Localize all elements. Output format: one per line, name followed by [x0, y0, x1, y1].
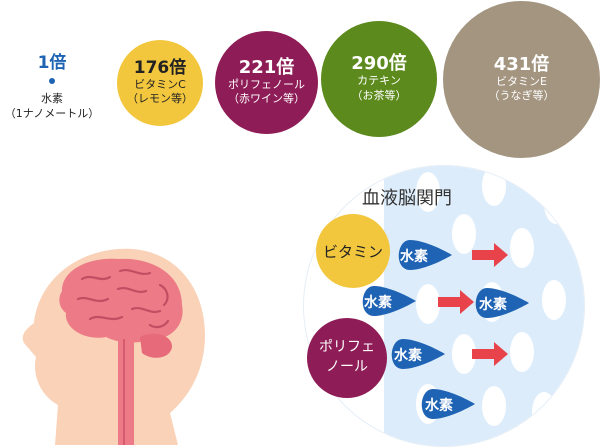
vitamin-c-circle: 176倍 ビタミンC （レモン等） — [117, 40, 203, 126]
polyphenol-molecule-label-1: ポリフェ — [319, 339, 375, 356]
arrow-right-icon — [472, 342, 508, 366]
hydrogen-size-note: （1ナノメートル） — [4, 106, 100, 120]
vitamin-c-ratio: 176倍 — [133, 57, 187, 78]
hydrogen-name: 水素 — [41, 92, 63, 105]
catechin-ratio: 290倍 — [351, 53, 407, 75]
hydrogen-drop-label: 水素 — [364, 295, 392, 311]
vitamin-e-circle: 431倍 ビタミンE （うなぎ等） — [443, 1, 600, 158]
polyphenol-ratio: 221倍 — [238, 56, 295, 78]
hydrogen-drop-label: 水素 — [425, 398, 453, 414]
hydrogen-ratio: 1倍 — [37, 53, 67, 73]
polyphenol-molecule-label-2: ノール — [326, 359, 368, 375]
hydrogen-drop-icon — [398, 240, 452, 270]
cerebellum-icon — [140, 333, 172, 358]
hydrogen-size: 1倍 水素 （1ナノメートル） — [0, 48, 104, 122]
brain-icon — [59, 258, 183, 343]
polyphenol-name: ポリフェノール — [228, 77, 305, 91]
hydrogen-drop-label: 水素 — [394, 348, 422, 364]
vitamin-molecule: ビタミン — [316, 214, 390, 288]
catechin-name: カテキン — [357, 74, 401, 88]
vitamin-molecule-label: ビタミン — [322, 242, 383, 261]
hydrogen-drop-icon — [362, 286, 416, 316]
hydrogen-drop-label: 水素 — [400, 249, 428, 265]
spinal-cord-icon — [118, 335, 134, 445]
polyphenol-molecule: ポリフェ ノール — [307, 318, 387, 398]
vitamin-e-name: ビタミンE — [496, 74, 547, 88]
polyphenol-example: （赤ワイン等） — [228, 92, 305, 106]
vitamin-c-example: （レモン等） — [127, 92, 193, 106]
vitamin-e-ratio: 431倍 — [493, 53, 550, 75]
catechin-circle: 290倍 カテキン （お茶等） — [321, 21, 437, 137]
hydrogen-drop-label: 水素 — [479, 297, 507, 313]
arrow-right-icon — [438, 290, 474, 314]
vitamin-c-name: ビタミンC — [134, 77, 186, 91]
hydrogen-drop-icon — [391, 339, 445, 369]
catechin-example: （お茶等） — [351, 88, 407, 102]
hydrogen-dot — [49, 78, 55, 84]
arrow-right-icon — [472, 243, 508, 267]
hydrogen-drop-icon — [421, 389, 475, 419]
head-illustration — [22, 248, 205, 445]
barrier-title: 血液脳関門 — [362, 188, 452, 209]
vitamin-e-example: （うなぎ等） — [488, 89, 555, 103]
hydrogen-drop-icon — [475, 288, 529, 318]
polyphenol-circle: 221倍 ポリフェノール （赤ワイン等） — [215, 31, 318, 134]
